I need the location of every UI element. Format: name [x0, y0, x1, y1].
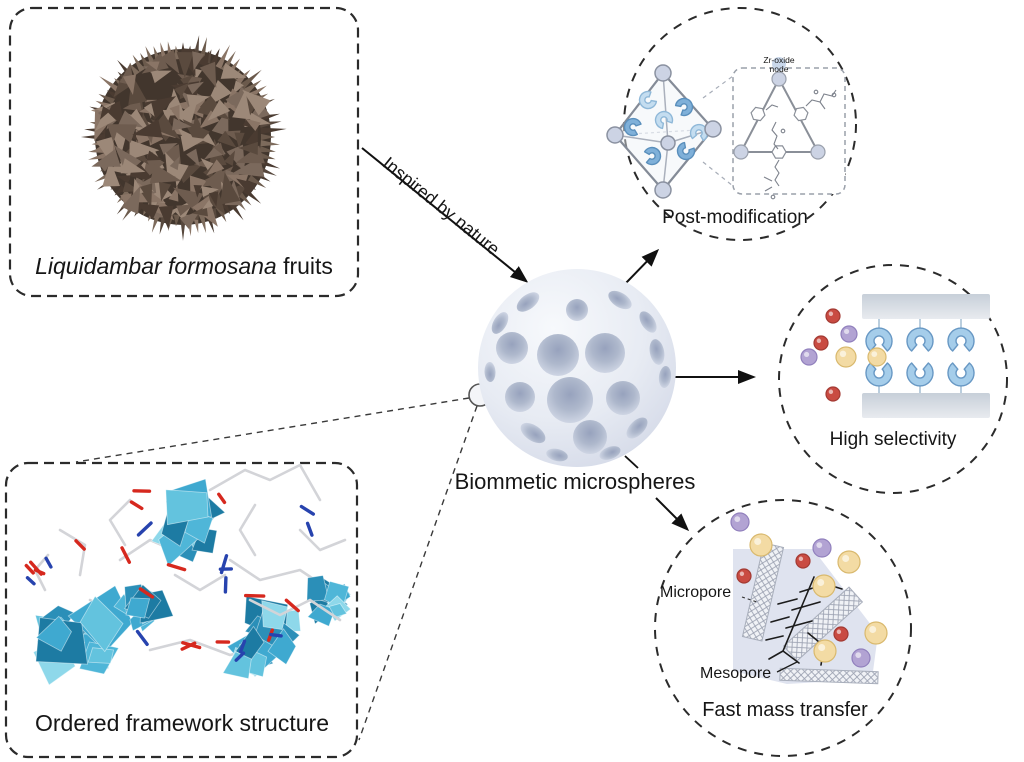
selective-channel-illustration	[800, 294, 990, 418]
zr-oxide-node-line1: Zr-oxide	[763, 55, 795, 65]
inset-callout-lines	[702, 75, 734, 187]
zr-oxide-node-line2: node	[769, 64, 789, 75]
fruit-ball-illustration	[80, 35, 287, 241]
sphere-label-tick	[624, 455, 639, 469]
callout-line-top	[75, 397, 470, 463]
post-modification-label: Post-modification	[662, 207, 808, 228]
zr-oxide-node-label: Zr-oxide node	[749, 55, 809, 75]
framework-caption: Ordered framework structure	[35, 710, 329, 736]
high-selectivity-circle	[778, 264, 1008, 494]
pore-structure-illustration	[730, 512, 888, 685]
arrow-to-post-modification	[624, 248, 660, 285]
zr-octahedron-illustration	[606, 64, 722, 199]
microsphere-illustration	[478, 269, 676, 467]
fruit-caption-rest: fruits	[276, 253, 333, 279]
mesopore-label: Mesopore	[700, 665, 772, 682]
mesopore-leader-line	[776, 661, 798, 673]
arrow-to-fast-mass-transfer	[655, 497, 690, 532]
callout-line-bottom	[358, 405, 478, 741]
framework-box-border	[4, 461, 359, 759]
fast-mass-transfer-circle	[654, 499, 912, 757]
micropore-label: Micropore	[660, 584, 732, 601]
fast-mass-transfer-label: Fast mass transfer	[702, 699, 868, 721]
high-selectivity-label: High selectivity	[829, 429, 957, 450]
fruit-caption-latin: Liquidambar formosana	[35, 253, 277, 279]
inspired-arrow	[361, 147, 529, 283]
fruit-caption: Liquidambar formosana fruits	[10, 253, 358, 279]
micropore-leader-line	[741, 596, 758, 603]
zr-node-inset-illustration	[732, 57, 846, 200]
microspheres-label: Biommetic microspheres	[454, 469, 696, 494]
fruit-box-border	[8, 6, 360, 298]
mof-framework-illustration	[24, 463, 352, 686]
